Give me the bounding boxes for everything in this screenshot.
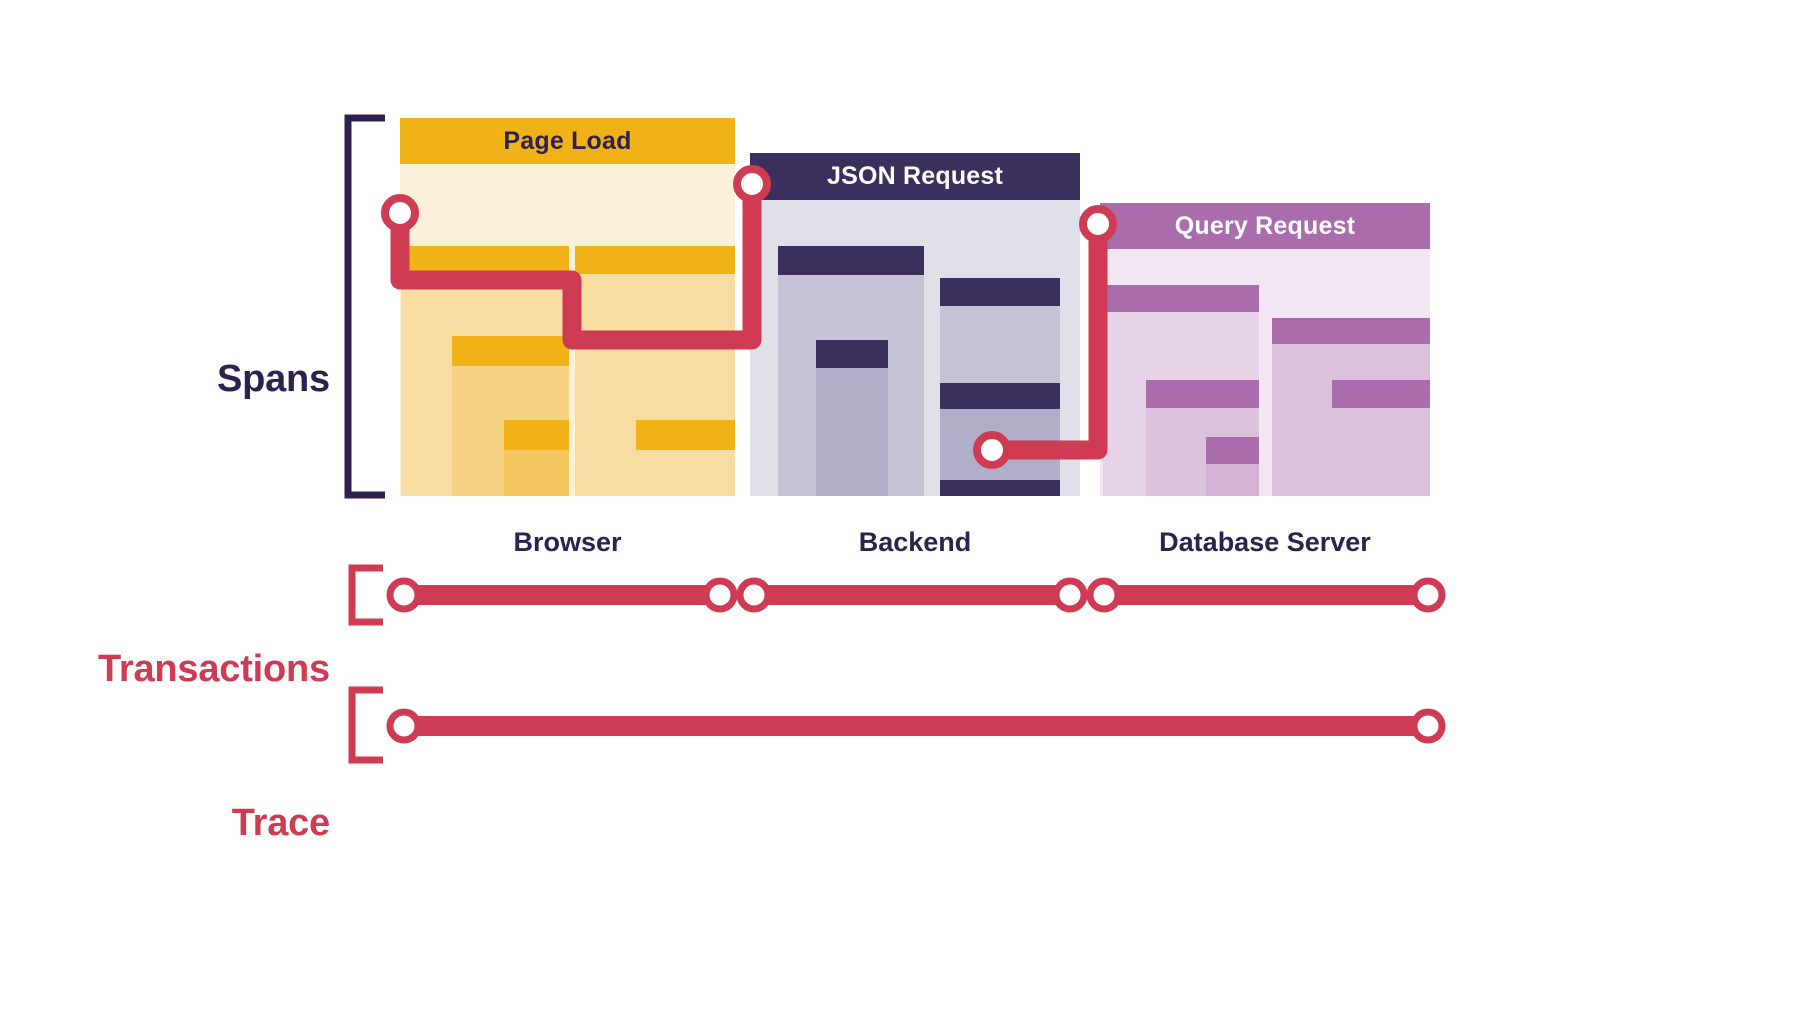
span-group-browser-header: Page Load [400,118,735,164]
spans-bracket [344,114,385,499]
sub-span-cap [940,480,1060,496]
trace-node-start[interactable] [386,708,422,744]
sub-span-browser-5 [636,420,735,496]
span-group-browser-body [400,164,735,496]
span-group-backend-header: JSON Request [750,153,1080,200]
transaction-node-browser-start[interactable] [386,577,422,613]
trace-timeline [386,708,1446,744]
span-group-backend-body [750,200,1080,496]
trace-bracket [348,686,383,764]
service-name-backend: Backend [858,527,972,557]
sub-span-cap [1272,318,1430,344]
sub-span-database-4 [1206,437,1259,496]
sub-span-cap [940,278,1060,306]
sub-span-fill [636,450,735,496]
span-group-database-header: Query Request [1100,203,1430,249]
trace-node-end[interactable] [1410,708,1446,744]
sub-span-cap [401,246,569,274]
spans-row-label: Spans [216,358,330,400]
sub-span-cap [1332,380,1430,408]
sub-span-cap [636,420,735,450]
sub-span-browser-4 [504,420,569,496]
transactions-timeline [386,577,1446,613]
transaction-node-backend-end[interactable] [1052,577,1088,613]
sub-span-cap [575,246,735,274]
span-group-database-header-label: Query Request [1174,211,1356,240]
sub-span-cap [1103,285,1259,312]
sub-span-cap [504,420,569,450]
transactions-bracket [348,564,383,626]
span-group-backend-header-label: JSON Request [826,162,1004,190]
sub-span-backend-5 [940,480,1060,496]
trace-row-label: Trace [231,802,331,844]
span-group-browser-header-label: Page Load [503,126,632,155]
sub-span-cap [1206,437,1259,464]
sub-span-backend-2 [816,340,888,496]
sub-span-cap [452,336,569,366]
service-name-database: Database Server [1159,527,1371,557]
transaction-node-database-start[interactable] [1086,577,1122,613]
service-name-browser: Browser [513,527,622,557]
transaction-node-backend-start[interactable] [736,577,772,613]
sub-span-database-5 [1332,380,1430,496]
span-group-browser: Page Load [400,118,735,496]
sub-span-cap [940,383,1060,409]
sub-span-fill [1332,408,1430,496]
transaction-node-browser-end[interactable] [702,577,738,613]
sub-span-fill [816,368,888,496]
span-group-database: Query Request [1100,203,1430,496]
sub-span-cap [1146,380,1259,408]
sub-span-cap [778,246,924,275]
span-group-database-body [1100,249,1430,496]
sub-span-fill [1206,464,1259,496]
span-group-backend: JSON Request [750,153,1080,496]
transactions-row-label: Transactions [97,648,330,690]
sub-span-fill [504,450,569,496]
transaction-node-database-end[interactable] [1410,577,1446,613]
sub-span-cap [816,340,888,368]
